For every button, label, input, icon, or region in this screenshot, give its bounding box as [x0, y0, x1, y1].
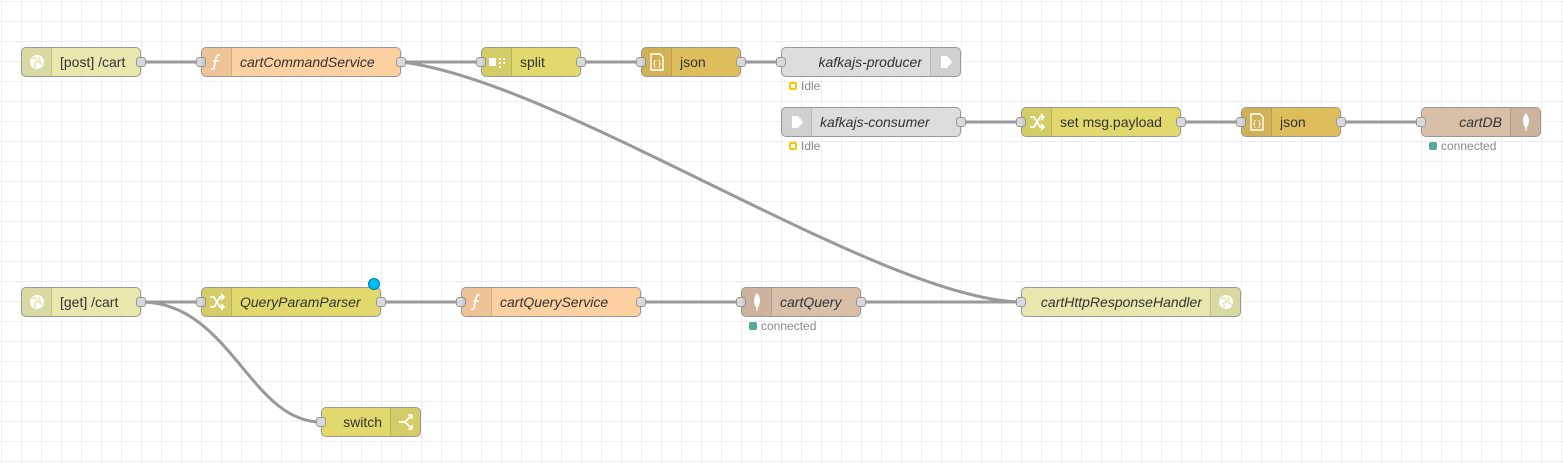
input-port[interactable]: [196, 297, 206, 307]
node-label: cartQueryService: [500, 294, 609, 310]
globe-icon: [1210, 288, 1240, 316]
status-connected-icon: [749, 321, 757, 330]
leaf-icon: [1510, 108, 1540, 136]
output-port[interactable]: [636, 297, 646, 307]
json-braces-icon: {}: [642, 48, 672, 76]
node-label: cartQuery: [780, 294, 842, 310]
node-label: kafkajs-producer: [818, 54, 923, 70]
status-idle-icon: [789, 81, 797, 90]
svg-text:{}: {}: [652, 59, 662, 68]
arrow-right-icon: [782, 108, 812, 136]
node-label: cartHttpResponseHandler: [1040, 294, 1202, 310]
function-icon: [462, 288, 492, 316]
status-cart-db: connected: [1429, 139, 1496, 153]
switch-icon: [390, 408, 420, 436]
output-port[interactable]: [136, 57, 146, 67]
output-port[interactable]: [956, 117, 966, 127]
function-icon: [202, 48, 232, 76]
wire-cart-command-service-to-http-response[interactable]: [400, 60, 1022, 304]
node-label: split: [520, 54, 545, 70]
output-port[interactable]: [1176, 117, 1186, 127]
status-connected-icon: [1429, 141, 1437, 150]
svg-text:{}: {}: [1252, 119, 1262, 128]
node-kafkajs-consumer[interactable]: kafkajs-consumer: [781, 107, 966, 137]
output-port[interactable]: [1336, 117, 1346, 127]
node-cart-http-response-handler[interactable]: cartHttpResponseHandler: [1016, 287, 1241, 317]
output-port[interactable]: [856, 297, 866, 307]
node-label: json: [680, 54, 706, 70]
status-cart-query: connected: [749, 319, 816, 333]
node-split[interactable]: split: [476, 47, 586, 77]
node-label: QueryParamParser: [240, 294, 361, 310]
node-get-cart[interactable]: [get] /cart: [21, 287, 146, 317]
node-post-cart[interactable]: [post] /cart: [21, 47, 146, 77]
node-label: set msg.payload: [1060, 114, 1162, 130]
status-idle-icon: [789, 141, 797, 150]
input-port[interactable]: [196, 57, 206, 67]
input-port[interactable]: [1016, 117, 1026, 127]
node-kafkajs-producer[interactable]: kafkajs-producer: [776, 47, 961, 77]
node-label: cartCommandService: [240, 54, 375, 70]
input-port[interactable]: [1016, 297, 1026, 307]
globe-icon: [22, 288, 52, 316]
input-port[interactable]: [636, 57, 646, 67]
status-kafkajs-producer: Idle: [789, 79, 820, 93]
node-json-1[interactable]: {} json: [636, 47, 746, 77]
arrow-right-icon: [930, 48, 960, 76]
node-label: json: [1280, 114, 1306, 130]
wire-get-cart-to-switch[interactable]: [140, 300, 322, 424]
json-braces-icon: {}: [1242, 108, 1272, 136]
node-cart-command-service[interactable]: cartCommandService: [196, 47, 406, 77]
split-icon: [482, 48, 512, 76]
output-port[interactable]: [396, 57, 406, 67]
input-port[interactable]: [476, 57, 486, 67]
globe-icon: [22, 48, 52, 76]
output-port[interactable]: [736, 57, 746, 67]
changed-indicator: [368, 278, 380, 290]
output-port[interactable]: [376, 297, 386, 307]
input-port[interactable]: [1236, 117, 1246, 127]
node-query-param-parser[interactable]: QueryParamParser: [196, 287, 386, 317]
node-label: [post] /cart: [60, 54, 126, 70]
status-kafkajs-consumer: Idle: [789, 139, 820, 153]
node-cart-query-service[interactable]: cartQueryService: [456, 287, 646, 317]
node-label: switch: [343, 414, 382, 430]
shuffle-icon: [1022, 108, 1052, 136]
node-set-msg-payload[interactable]: set msg.payload: [1016, 107, 1186, 137]
node-label: [get] /cart: [60, 294, 119, 310]
node-json-2[interactable]: {} json: [1236, 107, 1346, 137]
node-cart-query[interactable]: cartQuery: [736, 287, 866, 317]
leaf-icon: [742, 288, 772, 316]
input-port[interactable]: [736, 297, 746, 307]
input-port[interactable]: [776, 57, 786, 67]
input-port[interactable]: [456, 297, 466, 307]
input-port[interactable]: [316, 417, 326, 427]
output-port[interactable]: [576, 57, 586, 67]
node-label: kafkajs-consumer: [820, 114, 930, 130]
shuffle-icon: [202, 288, 232, 316]
node-cart-db[interactable]: cartDB: [1416, 107, 1541, 137]
node-switch[interactable]: switch: [316, 407, 421, 437]
output-port[interactable]: [136, 297, 146, 307]
input-port[interactable]: [1416, 117, 1426, 127]
node-label: cartDB: [1459, 114, 1502, 130]
